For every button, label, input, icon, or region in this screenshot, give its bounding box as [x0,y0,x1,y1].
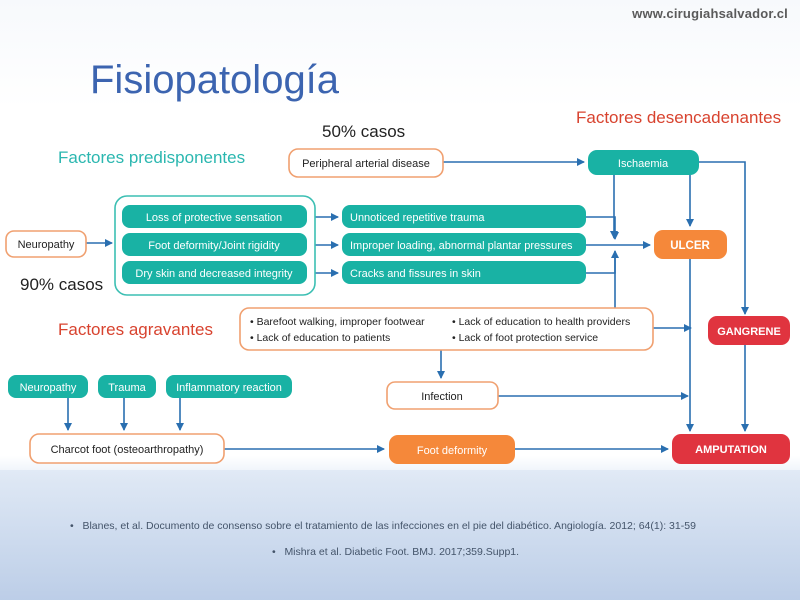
node-infection-label: Infection [421,391,463,403]
bullet-lack-foot-protection: • Lack of foot protection service [452,332,598,344]
slide-title: Fisiopatología [90,58,340,102]
node-aggravating-factors: • Barefoot walking, improper footwear • … [239,307,654,351]
node-inflammatory-reaction: Inflammatory reaction [166,375,292,398]
reference-2-text: Mishra et al. Diabetic Foot. BMJ. 2017;3… [284,546,520,558]
node-infection: Infection [386,381,499,410]
label-90-cases: 90% casos [20,275,104,294]
node-inflammatory-label: Inflammatory reaction [176,382,282,394]
node-ulcer-label: ULCER [670,240,710,252]
node-trauma: Trauma [98,375,156,398]
site-url: www.cirugiahsalvador.cl [632,6,788,21]
node-gangrene: GANGRENE [708,316,790,345]
node-neuropathy-2: Neuropathy [8,375,88,398]
node-amputation: AMPUTATION [672,434,790,464]
node-pad-label: Peripheral arterial disease [302,158,430,170]
node-amputation-label: AMPUTATION [695,444,767,456]
reference-2: • Mishra et al. Diabetic Foot. BMJ. 2017… [272,546,520,558]
node-peripheral-arterial-disease: Peripheral arterial disease [288,148,444,178]
node-ulcer: ULCER [654,230,727,259]
node-foot-deformity-label: Foot deformity [417,445,488,457]
node-unnoticed-trauma: Unnoticed repetitive trauma [342,205,586,228]
node-foot-deformity: Foot deformity [389,435,515,464]
bullet-lack-edu-patients: • Lack of education to patients [250,332,390,344]
reference-1: • Blanes, et al. Documento de consenso s… [70,520,696,532]
lack-edu-patients-text: Lack of education to patients [257,332,391,344]
node-dry-skin: Dry skin and decreased integrity [122,261,307,284]
reference-1-text: Blanes, et al. Documento de consenso sob… [82,520,696,532]
flow-diagram: Neuropathy Peripheral arterial disease •… [5,148,790,464]
node-trauma-label: Trauma [108,382,146,394]
lack-foot-protection-text: Lack of foot protection service [459,332,599,344]
bullet-barefoot: • Barefoot walking, improper footwear [250,316,425,328]
node-neuropathy-label: Neuropathy [18,239,75,251]
node-deformity-joint-label: Foot deformity/Joint rigidity [148,240,280,252]
lack-edu-providers-text: Lack of education to health providers [459,316,631,328]
background-band [0,470,800,600]
node-loading-label: Improper loading, abnormal plantar press… [350,240,573,252]
connectors [64,158,749,453]
node-ischaemia-label: Ischaemia [618,158,669,170]
arrow-unnoticed-to-ulcer [586,216,619,240]
node-loss-label: Loss of protective sensation [146,212,282,224]
label-factores-desencadenantes: Factores desencadenantes [576,108,782,127]
node-neuropathy: Neuropathy [5,230,87,258]
bullet-lack-edu-providers: • Lack of education to health providers [452,316,630,328]
label-factores-predisponentes: Factores predisponentes [58,148,246,167]
node-foot-deformity-joint-rigidity: Foot deformity/Joint rigidity [122,233,307,256]
label-factores-agravantes: Factores agravantes [58,320,213,339]
node-charcot-foot: Charcot foot (osteoarthropathy) [29,433,225,464]
node-improper-loading: Improper loading, abnormal plantar press… [342,233,586,256]
node-gangrene-label: GANGRENE [717,326,781,338]
node-charcot-label: Charcot foot (osteoarthropathy) [51,444,204,456]
node-loss-protective-sensation: Loss of protective sensation [122,205,307,228]
node-ischaemia: Ischaemia [588,150,699,175]
node-cracks-label: Cracks and fissures in skin [350,268,481,280]
node-neuropathy2-label: Neuropathy [20,382,77,394]
label-50-cases: 50% casos [322,122,406,141]
arrow-cracks-to-ulcer [586,250,619,274]
arrow-ischaemia-to-gangrene [699,161,749,315]
node-dry-skin-label: Dry skin and decreased integrity [135,268,293,280]
barefoot-text: Barefoot walking, improper footwear [257,316,426,328]
node-cracks-fissures: Cracks and fissures in skin [342,261,586,284]
node-unnoticed-label: Unnoticed repetitive trauma [350,212,485,224]
